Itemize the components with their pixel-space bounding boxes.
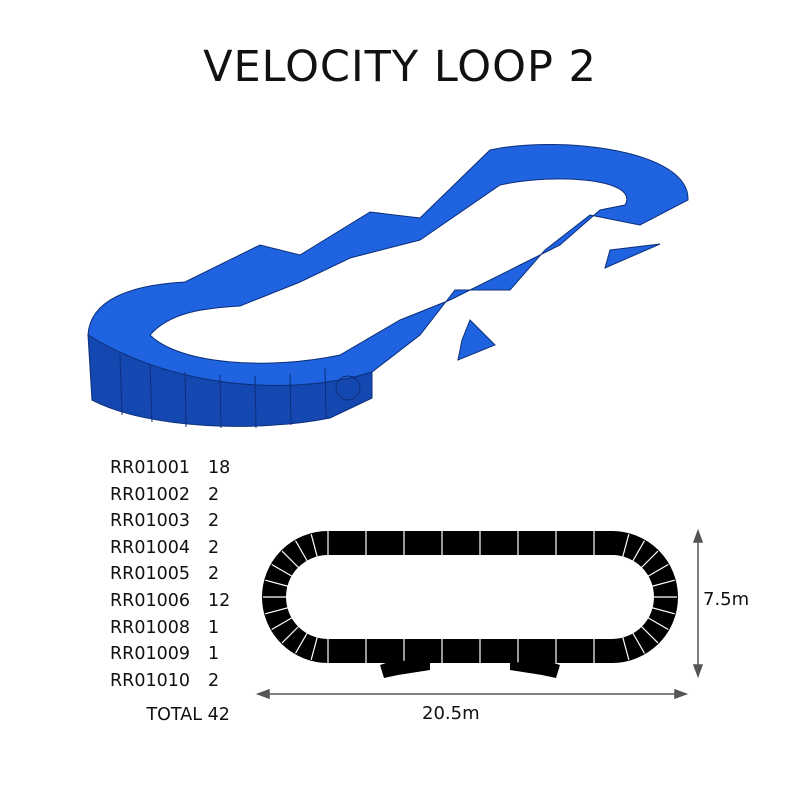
arrow-down-icon bbox=[692, 664, 704, 679]
part-quantity: 2 bbox=[208, 564, 220, 585]
wall-port bbox=[335, 375, 361, 401]
wall-segment-lines bbox=[119, 354, 327, 429]
part-quantity: 18 bbox=[208, 458, 231, 478]
part-code: RR01001 bbox=[110, 458, 190, 478]
part-quantity: 1 bbox=[208, 617, 220, 638]
part-code: RR01008 bbox=[110, 617, 190, 638]
plan-ramp-right bbox=[510, 660, 560, 678]
part-quantity: 2 bbox=[208, 670, 220, 691]
plan-track bbox=[262, 531, 678, 663]
plan-ramp-left bbox=[380, 660, 430, 678]
total-label: TOTAL bbox=[146, 705, 202, 726]
track-3d-render bbox=[87, 143, 689, 429]
parts-list-item: RR01009 1 bbox=[110, 641, 230, 668]
part-quantity: 1 bbox=[208, 644, 220, 665]
arrow-up-icon bbox=[692, 528, 704, 543]
parts-list-item: RR01006 12 bbox=[110, 588, 230, 615]
part-code: RR01009 bbox=[110, 644, 190, 665]
part-code: RR01002 bbox=[110, 484, 190, 505]
arrow-left-icon bbox=[255, 688, 270, 700]
plan-segment-lines bbox=[263, 531, 677, 663]
parts-list-item: RR01001 18 bbox=[110, 455, 230, 482]
parts-list-item: RR01005 2 bbox=[110, 561, 230, 588]
part-code: RR01006 bbox=[110, 590, 190, 611]
parts-list-item: RR01010 2 bbox=[110, 668, 230, 695]
part-quantity: 2 bbox=[208, 537, 220, 558]
part-quantity: 12 bbox=[208, 590, 231, 611]
ramp-right bbox=[604, 243, 661, 269]
total-quantity: 42 bbox=[207, 705, 230, 726]
depth-label: 7.5m bbox=[703, 589, 750, 610]
part-code: RR01004 bbox=[110, 537, 190, 558]
part-code: RR01010 bbox=[110, 670, 190, 691]
page-title: VELOCITY LOOP 2 bbox=[203, 42, 597, 92]
width-label: 20.5m bbox=[422, 703, 480, 724]
track-surface bbox=[87, 143, 689, 386]
track-plan-view bbox=[255, 528, 704, 700]
arrow-right-icon bbox=[674, 688, 689, 700]
part-code: RR01003 bbox=[110, 511, 190, 532]
part-code: RR01005 bbox=[110, 564, 190, 585]
parts-list-item: RR01003 2 bbox=[110, 508, 230, 535]
parts-list-item: RR01008 1 bbox=[110, 615, 230, 642]
parts-list-item: RR01004 2 bbox=[110, 535, 230, 562]
parts-list-item: RR01002 2 bbox=[110, 482, 230, 509]
parts-total: TOTAL 42 bbox=[110, 702, 230, 729]
part-quantity: 2 bbox=[208, 511, 220, 532]
ramp-front bbox=[457, 319, 496, 361]
part-quantity: 2 bbox=[208, 484, 220, 505]
